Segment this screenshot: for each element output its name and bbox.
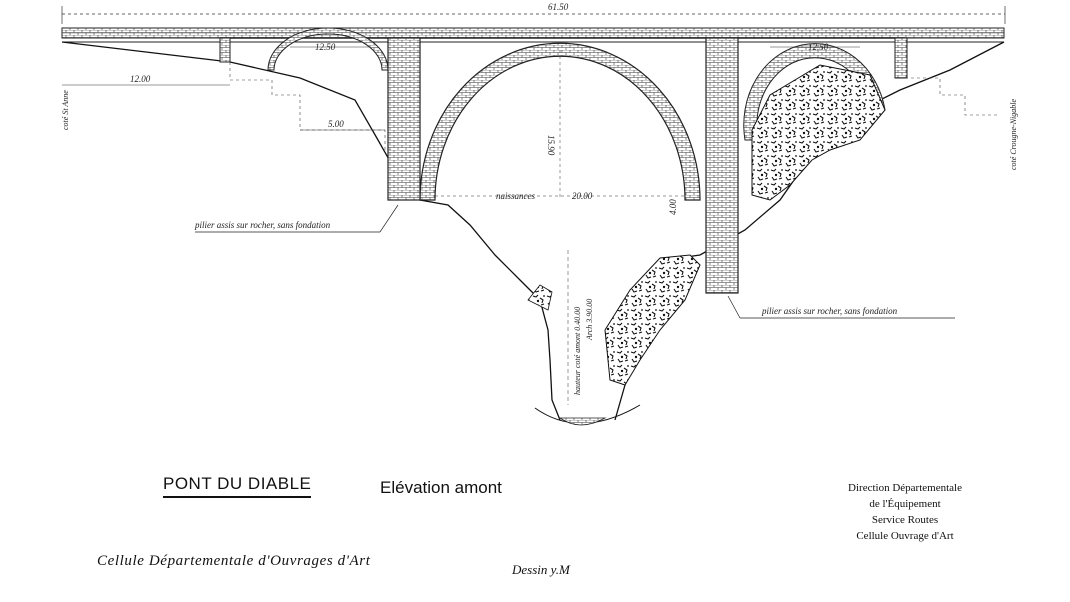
cell-label: Cellule Départementale d'Ouvrages d'Art (97, 553, 371, 569)
drawing-title: PONT DU DIABLE (163, 474, 312, 498)
drawing-subtitle: Elévation amont (380, 478, 502, 497)
left-pier-callout: pilier assis sur rocher, sans fondation (194, 204, 399, 233)
drawing-author: Dessin y.M (512, 562, 570, 577)
left-step-label: 5.00 (328, 119, 344, 129)
left-pier (387, 37, 421, 201)
right-pier (705, 37, 739, 294)
gorge-bottom (534, 404, 641, 426)
left-stepped-offsets: 12.00 5.00 (62, 62, 392, 151)
pier-height-label: 4.00 (668, 199, 678, 215)
right-arch-span-label: 12.50 (808, 42, 829, 52)
top-dimension: 61.50 (61, 2, 1006, 24)
right-abutment (894, 37, 908, 79)
rock-mass-right (751, 64, 886, 201)
left-side-label: coté St Anne (61, 90, 70, 130)
bridge-deck (61, 27, 1005, 43)
rock-fragment (527, 284, 553, 311)
vertical-note-2: Arch 3.90.00 (585, 299, 594, 341)
org-line-1: Direction Départementale (848, 482, 962, 494)
left-pier-callout-text: pilier assis sur rocher, sans fondation (194, 220, 331, 230)
rock-mass-center (604, 254, 701, 386)
naissances-label: naissances (496, 191, 535, 201)
main-arch: 15.90 naissances 20.00 (419, 42, 701, 201)
right-pier-callout: pilier assis sur rocher, sans fondation (727, 295, 955, 319)
right-pier-callout-text: pilier assis sur rocher, sans fondation (761, 306, 898, 316)
naissances-value-label: 20.00 (572, 191, 593, 201)
right-side-label: coté Crougne-Nigable (1009, 99, 1018, 170)
org-line-4: Cellule Ouvrage d'Art (856, 530, 954, 542)
org-line-3: Service Routes (871, 514, 939, 526)
bridge-elevation-drawing: 61.50 12.50 15.90 naissances 20.00 12.50… (61, 2, 1018, 426)
total-length-label: 61.50 (548, 2, 569, 12)
right-stepped-offsets (905, 77, 1000, 116)
main-arch-rise-label: 15.90 (546, 135, 556, 156)
organization-block: Direction Départementale de l'Équipement… (825, 480, 985, 544)
org-line-2: de l'Équipement (869, 498, 941, 510)
left-arch-span-label: 12.50 (315, 42, 336, 52)
left-offset-label: 12.00 (130, 74, 151, 84)
left-abutment (219, 37, 231, 63)
vertical-note-1: hauteur coté amont 0.40.00 (573, 307, 582, 395)
